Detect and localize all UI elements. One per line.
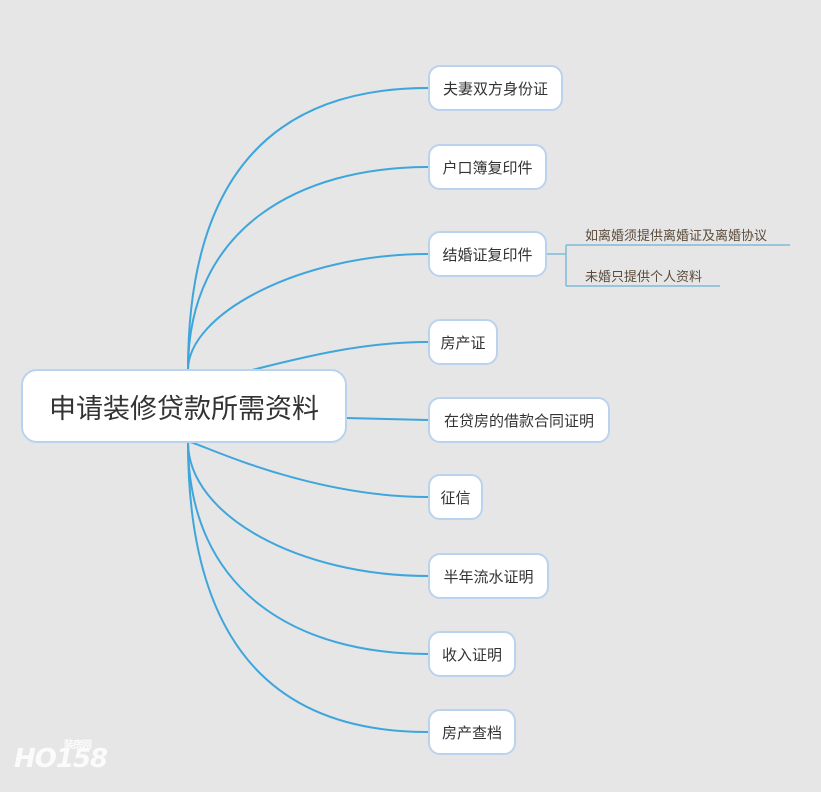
topic-node[interactable]: 半年流水证明	[428, 553, 549, 599]
branch-line-5	[187, 440, 429, 498]
sub-branch-connector	[547, 245, 567, 286]
branch-line-0	[187, 87, 429, 371]
topic-node[interactable]: 房产查档	[428, 709, 516, 755]
branch-line-2	[187, 253, 429, 371]
branch-line-8	[187, 441, 429, 733]
branch-line-1	[187, 166, 429, 371]
topic-node[interactable]: 收入证明	[428, 631, 516, 677]
branch-line-6	[187, 441, 429, 577]
root-node[interactable]: 申请装修贷款所需资料	[21, 369, 347, 443]
topic-node[interactable]: 户口簿复印件	[428, 144, 547, 190]
topic-node[interactable]: 房产证	[428, 319, 498, 365]
topic-node[interactable]: 征信	[428, 474, 483, 520]
topic-node[interactable]: 夫妻双方身份证	[428, 65, 563, 111]
subtopic-label[interactable]: 未婚只提供个人资料	[585, 270, 703, 285]
topic-node[interactable]: 结婚证复印件	[428, 231, 547, 277]
branch-line-7	[187, 441, 429, 655]
branch-line-4	[345, 417, 429, 421]
subtopic-label[interactable]: 如离婚须提供离婚证及离婚协议	[585, 229, 768, 244]
topic-node[interactable]: 在贷房的借款合同证明	[428, 397, 610, 443]
